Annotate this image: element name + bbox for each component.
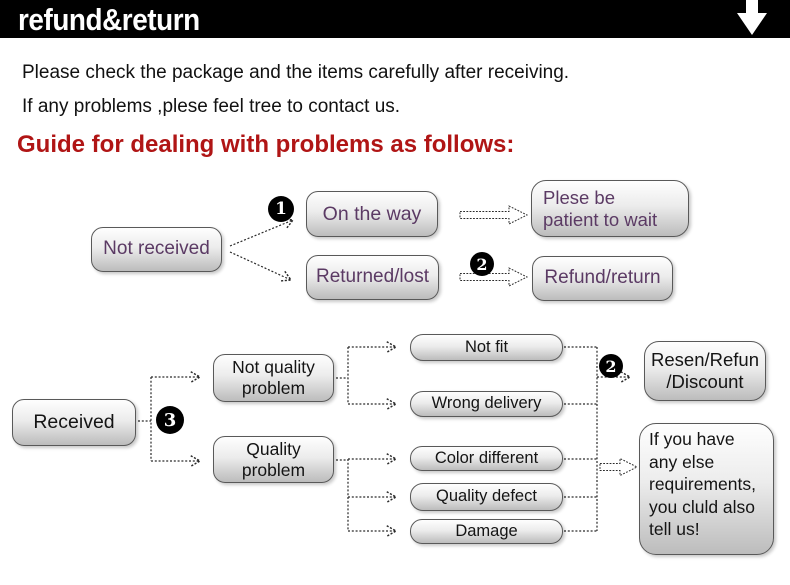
intro-line-2: If any problems ,plese feel tree to cont… [22, 96, 401, 117]
down-arrow-icon [737, 0, 767, 35]
connector-to-note [599, 457, 639, 477]
node-color-different: Color different [410, 446, 563, 471]
node-quality-problem: Quality problem [213, 436, 334, 483]
badge-1-icon: 1 [268, 196, 294, 222]
node-refund-return: Refund/return [532, 256, 673, 301]
node-wrong-delivery: Wrong delivery [410, 391, 563, 417]
node-quality-defect: Quality defect [410, 483, 563, 511]
intro-line-1: Please check the package and the items c… [22, 62, 570, 83]
node-requirements-note: If you have any else requirements, you c… [639, 423, 774, 555]
node-resend-refund-discount: Resen/Refun /Discount [644, 341, 766, 401]
connector-returnedlost-refund [459, 267, 529, 287]
badge-3-icon: 3 [156, 406, 184, 434]
node-not-fit: Not fit [410, 334, 563, 361]
connector-notreceived-ontheway [229, 220, 293, 247]
page-title: refund&return [18, 2, 200, 37]
badge-2b-icon: 2 [599, 354, 623, 378]
guide-heading: Guide for dealing with problems as follo… [17, 131, 515, 158]
node-on-the-way: On the way [306, 191, 438, 237]
connector-notreceived-returnedlost [229, 251, 291, 280]
node-not-quality: Not quality problem [213, 354, 334, 402]
node-returned-lost: Returned/lost [306, 255, 439, 300]
connector-ontheway-patient [459, 205, 529, 225]
node-be-patient: Plese be patient to wait [531, 180, 689, 237]
badge-2-icon: 2 [470, 252, 494, 276]
header-bar: refund&return [0, 0, 790, 38]
node-damage: Damage [410, 519, 563, 544]
node-not-received: Not received [91, 227, 222, 272]
node-received: Received [12, 399, 136, 446]
